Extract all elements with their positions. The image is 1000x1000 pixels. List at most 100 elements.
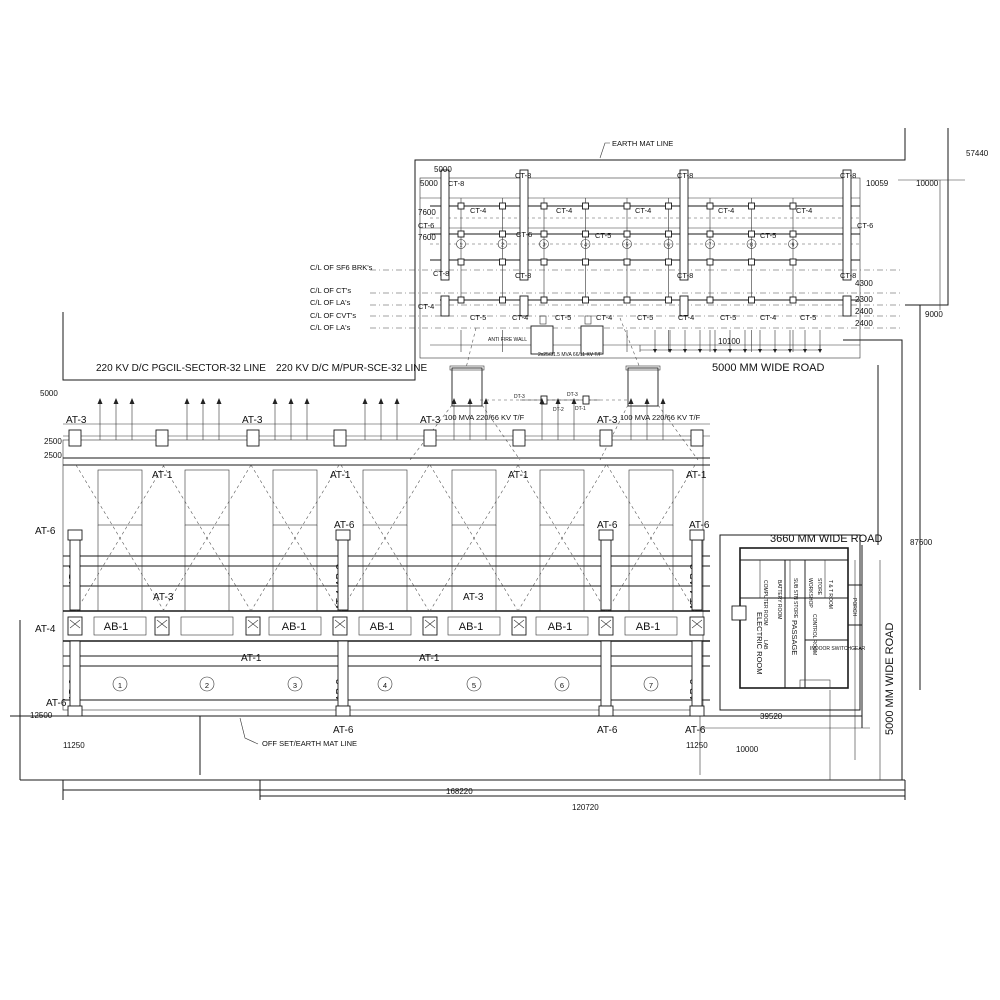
feeder-arrow (758, 349, 762, 353)
equipment-node (748, 202, 755, 210)
gantry-cross (69, 619, 81, 629)
equipment-node (623, 258, 631, 266)
gantry-mid (154, 616, 170, 636)
dim-11250-right: 11250 (686, 741, 708, 750)
bay-diagonal (429, 464, 519, 612)
dim-87600: 87600 (910, 538, 933, 547)
at6-7: AT-6 (597, 725, 618, 736)
dim-11250-left: 11250 (63, 741, 85, 750)
room-workshop: WORKSHOP (807, 578, 813, 608)
tower-labels-66kv: CT-8 CT-8 CT-8 CT-8 CT-8 CT-8 CT-8 CT-8 … (418, 171, 873, 322)
dim-5000-left: 5000 (40, 389, 58, 398)
dim-12500: 12500 (30, 711, 53, 720)
line-entry-arrow (184, 398, 190, 404)
equipment-node (623, 296, 631, 304)
gantry-mid (511, 616, 527, 636)
gantry-cross (424, 619, 436, 629)
bay-diagonal (75, 464, 165, 612)
gantry-cross (600, 619, 612, 629)
line-entry-arrow (129, 398, 135, 404)
equipment-node (706, 296, 714, 304)
equipment-node (499, 258, 506, 266)
at1-5: AT-1 (241, 653, 262, 664)
dim-2400-a: 2400 (855, 307, 873, 316)
tower-base (335, 705, 351, 717)
busbar-section (93, 616, 147, 636)
line-entry-arrow (362, 398, 368, 404)
gantry-mid (598, 616, 614, 636)
yard-220kv (62, 423, 710, 711)
tower-column (600, 539, 612, 611)
tower-column (691, 539, 703, 611)
gantry-top (246, 429, 260, 447)
gantry-cross (691, 619, 703, 629)
bay-220kv-number: 6 (560, 681, 564, 690)
feeder-arrow (773, 349, 777, 353)
equipment-node (789, 296, 797, 304)
tower-column (600, 640, 612, 707)
equipment-node (623, 202, 631, 210)
line-entry-arrow (113, 398, 119, 404)
busbar-section (358, 616, 412, 636)
ct6-label-left: CT-6 (418, 221, 434, 230)
label-ab1: AB-1 (636, 621, 660, 633)
bay-diagonal (517, 464, 607, 612)
ct4-f: CT-4 (512, 313, 528, 322)
road-mid-label: 3660 MM WIDE ROAD (770, 533, 883, 545)
equipment-node (457, 296, 465, 304)
ct4-d: CT-4 (718, 206, 734, 215)
equipment-node (665, 202, 672, 210)
label-ab1: AB-1 (282, 621, 306, 633)
at6-8: AT-6 (685, 725, 706, 736)
room-store: STORE (816, 578, 822, 596)
ct4-e: CT-4 (796, 206, 812, 215)
ct5-e: CT-5 (637, 313, 653, 322)
bay-diagonal (606, 464, 696, 612)
cl-las-1: C/L OF LA's (310, 298, 351, 307)
gantry-top (68, 429, 82, 447)
busbar-section (268, 616, 322, 636)
gantry-cross (247, 619, 259, 629)
ct8-label-6: CT-8 (515, 271, 531, 280)
gantry-cross (513, 619, 525, 629)
equipment-node (665, 258, 672, 266)
line-entry-arrow (216, 398, 222, 404)
feeder-arrow (683, 349, 687, 353)
bay-220kv-marker (466, 676, 482, 692)
ct8-label-5: CT-8 (433, 269, 449, 278)
gantry-mid (245, 616, 261, 636)
tower-column (337, 640, 349, 707)
busbar-section (180, 616, 234, 636)
ct5-a: CT-5 (595, 231, 611, 240)
line-entry-arrow (97, 398, 103, 404)
gantry-top (333, 429, 347, 447)
note-tf-100-left: 100 MVA 220/66 KV T/F (444, 413, 525, 422)
bay-equipment-frame (184, 469, 230, 526)
busbar-section (447, 616, 501, 636)
equipment-node (540, 296, 548, 304)
equipment-node (499, 202, 506, 210)
label-dt1: DT-1 (575, 406, 586, 412)
ct4-i: CT-4 (760, 313, 776, 322)
text-annotations: EARTH MAT LINE OFF SET/EARTH MAT LINE AN… (96, 139, 896, 748)
gantry-mid (67, 616, 83, 636)
gantry-mid (689, 616, 705, 636)
gantry-top (155, 429, 169, 447)
feeder-arrow (698, 349, 702, 353)
line-entry-arrow (394, 398, 400, 404)
yard-66kv (370, 177, 900, 359)
ct6-mid: CT-6 (516, 230, 532, 239)
gantry-cross (156, 619, 168, 629)
equipment-node (540, 202, 548, 210)
equipment-node (457, 258, 465, 266)
ct8-label-4: CT-8 (840, 171, 856, 180)
line-entry-arrow (539, 398, 545, 404)
at3-3: AT-3 (420, 415, 441, 426)
tower-base (598, 529, 614, 541)
road-right-label: 5000 MM WIDE ROAD (884, 622, 896, 735)
feeder-arrow (818, 349, 822, 353)
gantry-top (599, 429, 613, 447)
at1-6: AT-1 (419, 653, 440, 664)
boundary-lines (10, 128, 965, 800)
